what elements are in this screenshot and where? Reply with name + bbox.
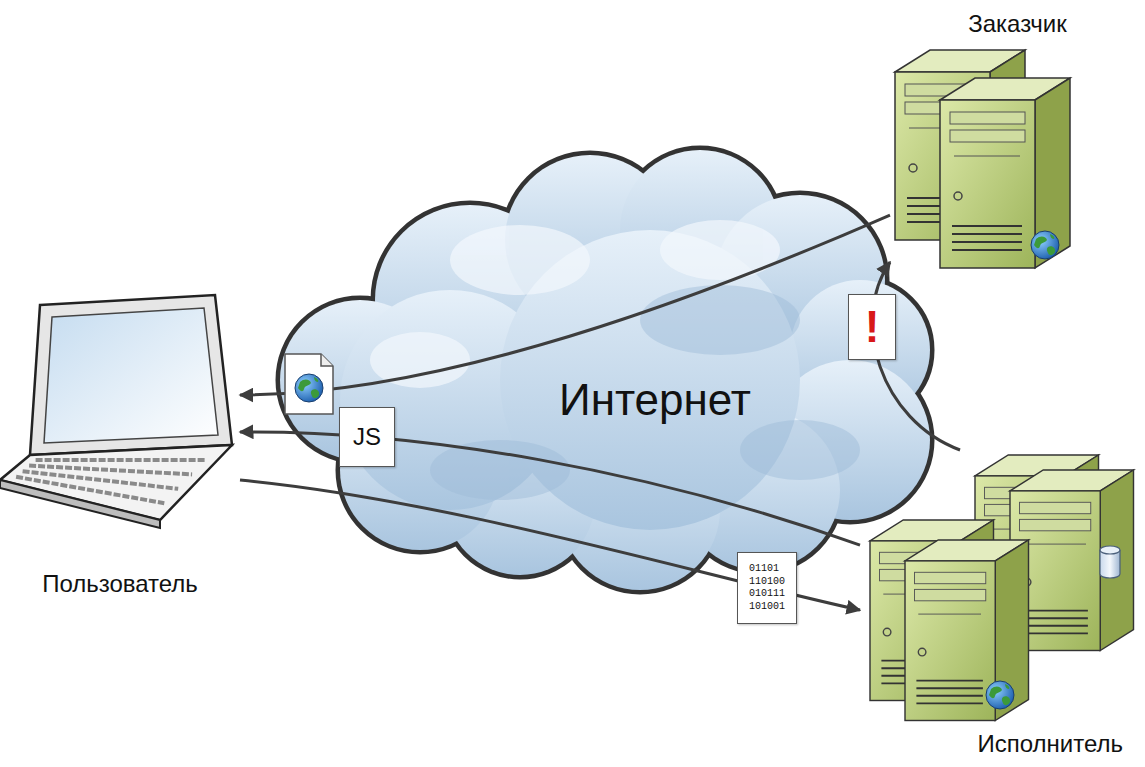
laptop-icon: [0, 295, 240, 605]
node-label: Исполнитель: [977, 730, 1123, 759]
node-label: Заказчик: [968, 10, 1067, 39]
document-icon: 01101 110100 010111 101001: [737, 552, 797, 624]
document-icon: JS: [339, 407, 395, 467]
web-page-document: [283, 352, 335, 416]
server-cluster-node: Исполнитель: [860, 450, 1145, 767]
connector-arrow: [240, 432, 860, 545]
edge-label: JS: [353, 423, 381, 451]
cloud-node: Интернет: [270, 140, 940, 600]
internet-cloud: [270, 140, 940, 600]
laptop-node: Пользователь: [0, 295, 240, 605]
node-label: Интернет: [559, 374, 751, 427]
document-icon: !: [848, 294, 896, 360]
server-node: Заказчик: [890, 0, 1145, 280]
server-pair: [890, 0, 1145, 280]
edge-label: 01101 110100 010111 101001: [749, 563, 785, 613]
node-label: Пользователь: [42, 570, 198, 599]
edge-label: !: [865, 302, 880, 352]
server-cluster: [860, 450, 1145, 767]
connector-arrow: [240, 215, 890, 395]
